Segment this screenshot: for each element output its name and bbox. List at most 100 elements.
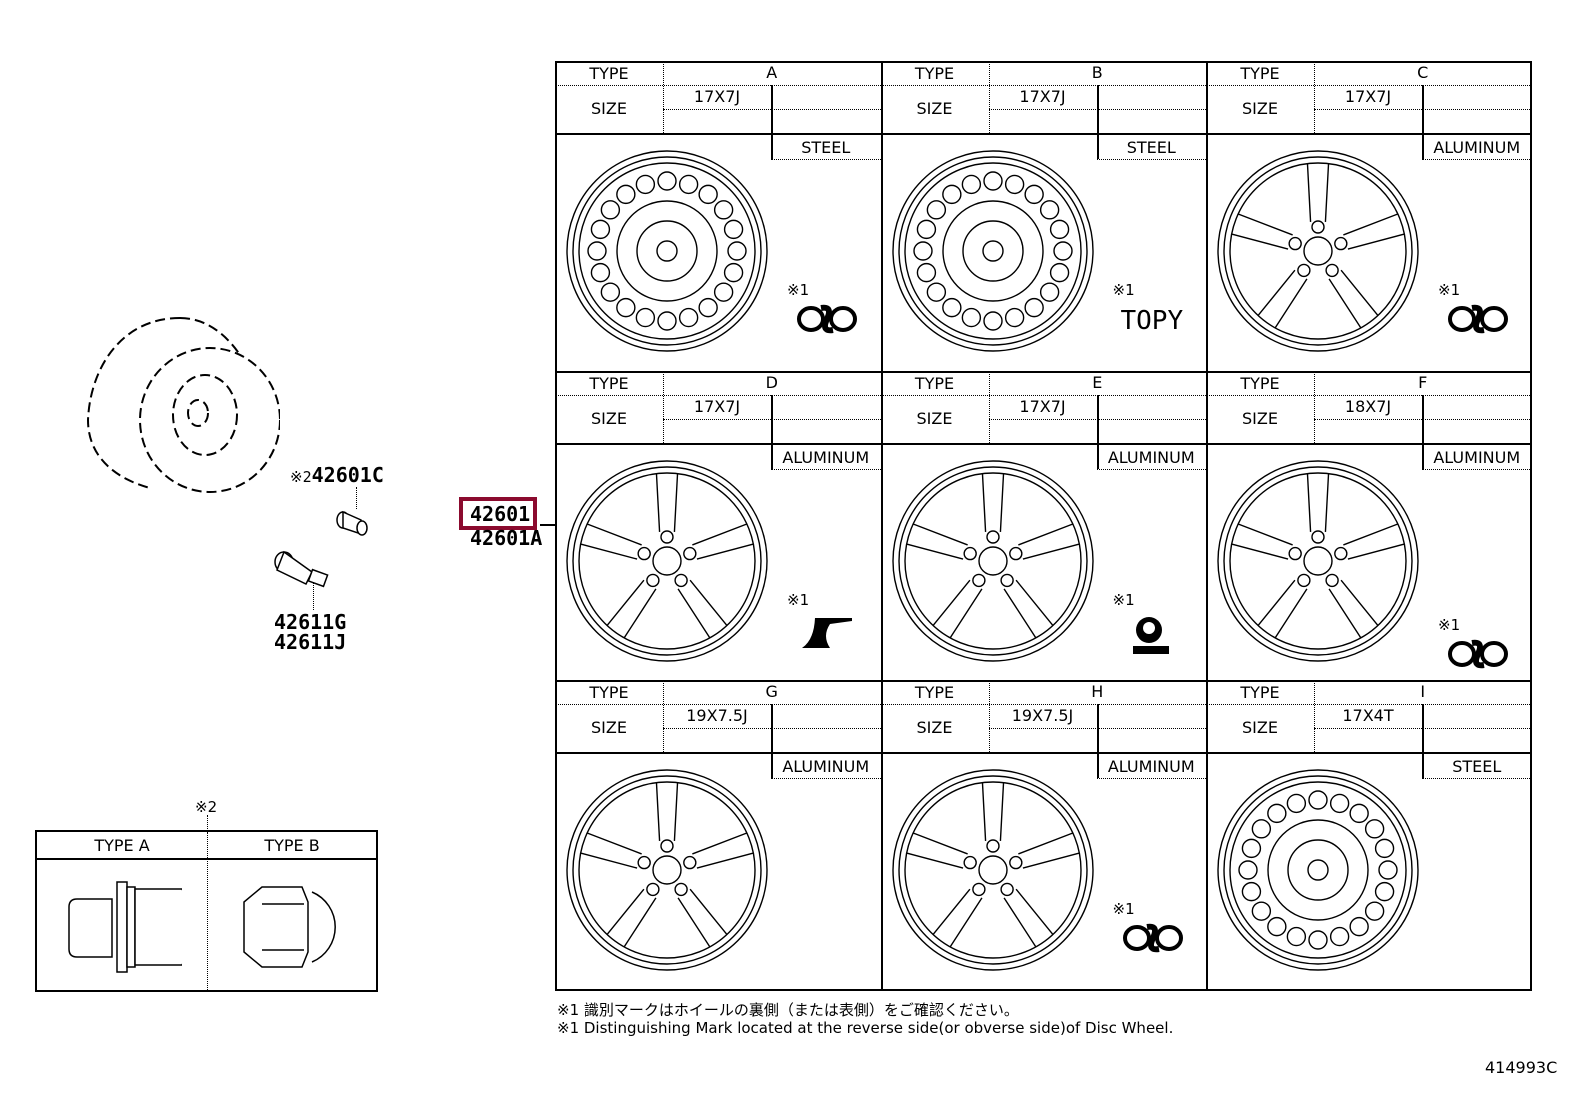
wheel-cell-h[interactable]: TYPE H SIZE 19X7.5J ALUMINUM ※1	[880, 680, 1206, 990]
mark-ref: ※1	[1438, 281, 1461, 299]
wheel-cell-d[interactable]: TYPE D SIZE 17X7J ALUMINUM ※1	[555, 370, 881, 681]
material-label: ALUMINUM	[782, 757, 870, 776]
wheel-drawing-icon	[566, 769, 768, 971]
size-label: SIZE	[1242, 718, 1278, 737]
anvil-logo-icon	[802, 617, 852, 648]
double-ring-logo-icon	[1122, 923, 1183, 953]
type-label: TYPE	[914, 64, 955, 83]
size-value: 19X7.5J	[686, 706, 748, 725]
wheel-drawing-icon	[891, 769, 1094, 971]
type-value: F	[1418, 372, 1428, 392]
note-ref-2: ※2	[290, 468, 312, 486]
size-label: SIZE	[591, 718, 627, 737]
type-label: TYPE	[914, 373, 955, 393]
wheel-cell-i[interactable]: TYPE I SIZE 17X4T STEEL	[1206, 680, 1532, 990]
leader-line	[540, 524, 555, 526]
double-ring-logo-icon	[1448, 304, 1508, 334]
mark-ref: ※1	[1438, 615, 1461, 634]
material-label: ALUMINUM	[1107, 757, 1195, 776]
material-label: ALUMINUM	[1433, 447, 1521, 467]
type-value: D	[765, 372, 778, 392]
size-value: 17X4T	[1342, 706, 1394, 725]
part-number-42601C[interactable]: 42601C	[311, 463, 384, 487]
material-label: STEEL	[1452, 757, 1502, 776]
double-ring-logo-icon	[797, 304, 857, 334]
size-label: SIZE	[591, 99, 627, 118]
wheel-cell-b[interactable]: TYPE B SIZE 17X7J STEEL ※1 TOPY	[880, 61, 1206, 371]
highlighted-part-box	[459, 497, 537, 530]
wheel-drawing-icon	[1217, 769, 1419, 971]
valve-cap-callout[interactable]: ※242601C	[290, 463, 384, 487]
part-number-42611J[interactable]: 42611J	[274, 630, 347, 654]
type-label: TYPE	[1240, 683, 1280, 702]
valve-cap-icon	[335, 508, 370, 542]
material-label: ALUMINUM	[1433, 138, 1521, 157]
size-label: SIZE	[1242, 408, 1278, 428]
wheel-drawing-icon	[566, 150, 768, 352]
size-value: 17X7J	[1019, 87, 1066, 106]
nut-table-marker: ※2	[195, 798, 218, 816]
type-value: A	[766, 63, 778, 82]
nut-type-b-header: TYPE B	[264, 836, 320, 855]
size-label: SIZE	[916, 718, 953, 737]
size-value: 17X7J	[1019, 396, 1066, 416]
double-ring-logo-icon	[1448, 639, 1508, 668]
footnote-jp: ※1 識別マークはホイールの裏側（または表側）をご確認ください。	[557, 1001, 1019, 1019]
type-label: TYPE	[1240, 373, 1280, 393]
wheel-drawing-icon	[891, 150, 1094, 352]
material-label: ALUMINUM	[782, 447, 870, 467]
type-label: TYPE	[1240, 64, 1280, 83]
topy-mark: TOPY	[1120, 306, 1184, 336]
size-label: SIZE	[1242, 99, 1278, 118]
part-number-42601[interactable]: 42601	[470, 502, 531, 526]
type-value: B	[1091, 63, 1103, 82]
mark-ref: ※1	[787, 590, 810, 609]
size-label: SIZE	[916, 408, 953, 428]
lug-nut-type-a-icon	[68, 881, 182, 973]
part-number-42611G[interactable]: 42611G	[274, 610, 347, 634]
type-label: TYPE	[589, 683, 629, 702]
circle-base-logo-icon	[1132, 616, 1169, 654]
type-label: TYPE	[914, 683, 955, 702]
wheel-cell-c[interactable]: TYPE C SIZE 17X7J ALUMINUM ※1	[1206, 61, 1532, 371]
wheel-drawing-icon	[1217, 150, 1419, 352]
mark-ref: ※1	[1112, 590, 1135, 609]
mark-ref: ※1	[787, 281, 810, 299]
size-value: 17X7J	[693, 87, 741, 106]
mark-ref: ※1	[1112, 900, 1135, 918]
size-label: SIZE	[591, 408, 627, 428]
wheel-cell-e[interactable]: TYPE E SIZE 17X7J ALUMINUM ※1	[880, 370, 1206, 681]
footnote-en: ※1 Distinguishing Mark located at the re…	[557, 1019, 1174, 1037]
size-value: 19X7.5J	[1011, 706, 1074, 725]
type-value: I	[1420, 682, 1426, 701]
leader-line	[313, 582, 314, 610]
valve-stem-icon	[272, 550, 332, 599]
leader-line	[207, 815, 208, 831]
leader-line	[356, 487, 357, 509]
wheel-drawing-icon	[566, 459, 768, 662]
type-value: H	[1091, 682, 1104, 701]
wheel-cell-f[interactable]: TYPE F SIZE 18X7J ALUMINUM ※1	[1206, 370, 1532, 681]
material-label: STEEL	[801, 138, 851, 157]
mark-ref: ※1	[1112, 281, 1135, 299]
type-value: E	[1092, 372, 1103, 392]
wheel-cell-g[interactable]: TYPE G SIZE 19X7.5J ALUMINUM	[555, 680, 881, 990]
part-number-42601A[interactable]: 42601A	[470, 526, 543, 550]
nut-type-table: TYPE A TYPE B	[35, 830, 378, 992]
lug-nut-type-b-icon	[243, 886, 336, 968]
wheel-drawing-icon	[1217, 459, 1419, 662]
type-value: G	[765, 682, 778, 701]
size-value: 17X7J	[1344, 87, 1392, 106]
material-label: STEEL	[1126, 138, 1176, 157]
wheel-type-table	[555, 61, 1532, 991]
size-label: SIZE	[916, 99, 953, 118]
tire-illustration	[80, 310, 281, 500]
size-value: 17X7J	[693, 396, 741, 416]
type-label: TYPE	[589, 373, 629, 393]
type-value: C	[1417, 63, 1429, 82]
size-value: 18X7J	[1344, 396, 1392, 416]
material-label: ALUMINUM	[1107, 447, 1195, 467]
type-label: TYPE	[589, 64, 629, 83]
wheel-cell-a[interactable]: TYPE A SIZE 17X7J STEEL ※1	[555, 61, 881, 371]
wheel-drawing-icon	[891, 459, 1094, 662]
